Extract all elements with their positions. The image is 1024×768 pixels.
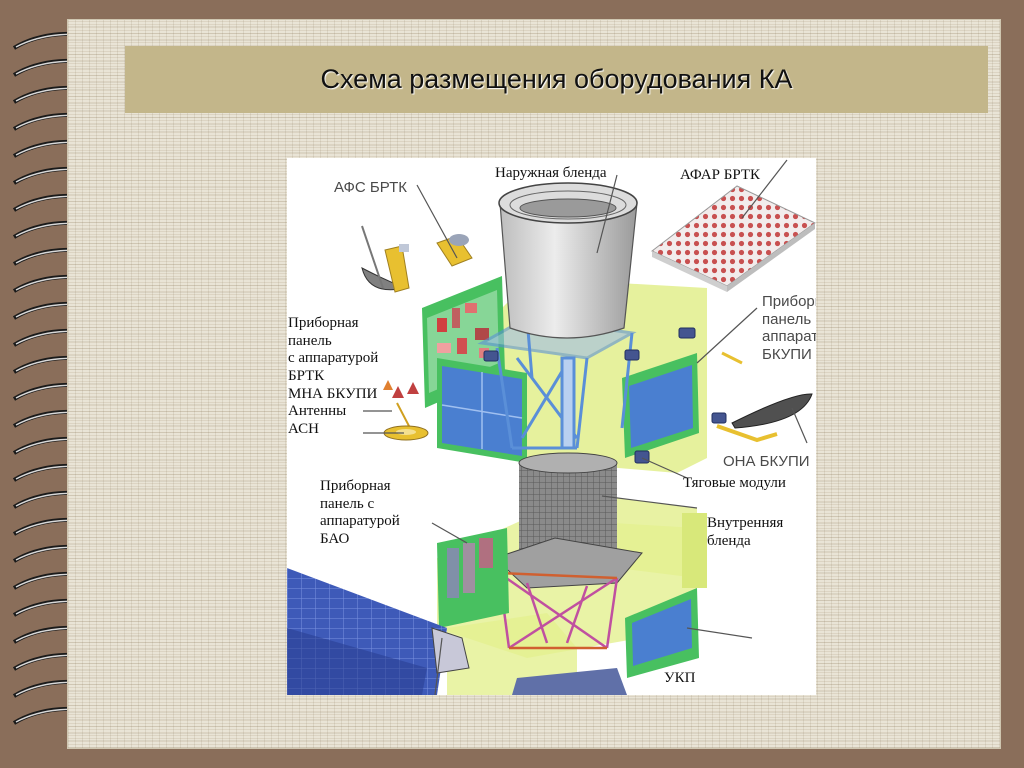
diagram-drawing (287, 159, 816, 695)
afs-antennas (361, 225, 473, 293)
instrument-panel-bao (437, 528, 509, 628)
label-ona-bkupi: ОНА БКУПИ (723, 453, 810, 470)
label-panel-bkupi-line2: панель с (762, 310, 816, 328)
label-panel-brtk-line4: БРТК (288, 368, 325, 385)
lower-truss (497, 571, 619, 650)
equipment-diagram: АФС БРТК Наружная бленда АФАР БРТК Прибо… (287, 158, 816, 695)
afar-array (651, 185, 816, 292)
label-panel-brtk-line3: с аппаратурой (288, 350, 379, 367)
label-outer-baffle: Наружная бленда (495, 165, 607, 181)
label-thrust-modules: Тяговые модули (683, 475, 786, 491)
label-panel-bao-line3: аппаратурой (320, 513, 400, 530)
label-inner-baffle: Внутренняя бленда (707, 515, 783, 550)
leader-lines (363, 159, 808, 695)
instrument-panel-bkupi (622, 353, 699, 458)
label-antennas-line2: АСН (288, 421, 319, 438)
slide-title: Схема размещения оборудования КА (320, 64, 793, 94)
label-mna-bkupi: МНА БКУПИ (288, 385, 378, 402)
label-panel-bao-line1: Приборная (320, 478, 391, 494)
label-afs-brtk: АФС БРТК (334, 179, 407, 196)
label-panel-bkupi: Приборная панель с аппаратурой БКУПИ (762, 293, 816, 364)
label-antennas-line1: Антенны (288, 403, 347, 420)
label-inner-baffle-line1: Внутренняя (707, 515, 784, 531)
label-panel-bkupi-line3: аппаратурой (762, 328, 816, 346)
label-panel-bao-line2: панель с (320, 495, 375, 512)
ona-antenna (716, 351, 813, 443)
label-panel-bkupi-line1: Приборная (762, 293, 816, 310)
label-panel-bao-line4: БАО (320, 531, 350, 548)
label-panel-brtk-line2: панель (288, 332, 332, 349)
title-bar: Схема размещения оборудования КА (125, 46, 988, 113)
label-ukp: УКП (664, 670, 696, 686)
label-panel-brtk-line1: Приборная (288, 315, 359, 331)
ukp-panel (625, 588, 699, 678)
label-panel-brtk: Приборная панель с аппаратурой БРТК МНА … (288, 315, 378, 439)
label-panel-bkupi-line4: БКУПИ (762, 346, 812, 364)
label-panel-bao: Приборная панель с аппаратурой БАО (320, 478, 400, 549)
label-afar-brtk: АФАР БРТК (680, 167, 761, 183)
mna-antennas (383, 380, 429, 441)
outer-baffle-drawing (498, 182, 638, 339)
label-inner-baffle-line2: бленда (707, 532, 751, 549)
